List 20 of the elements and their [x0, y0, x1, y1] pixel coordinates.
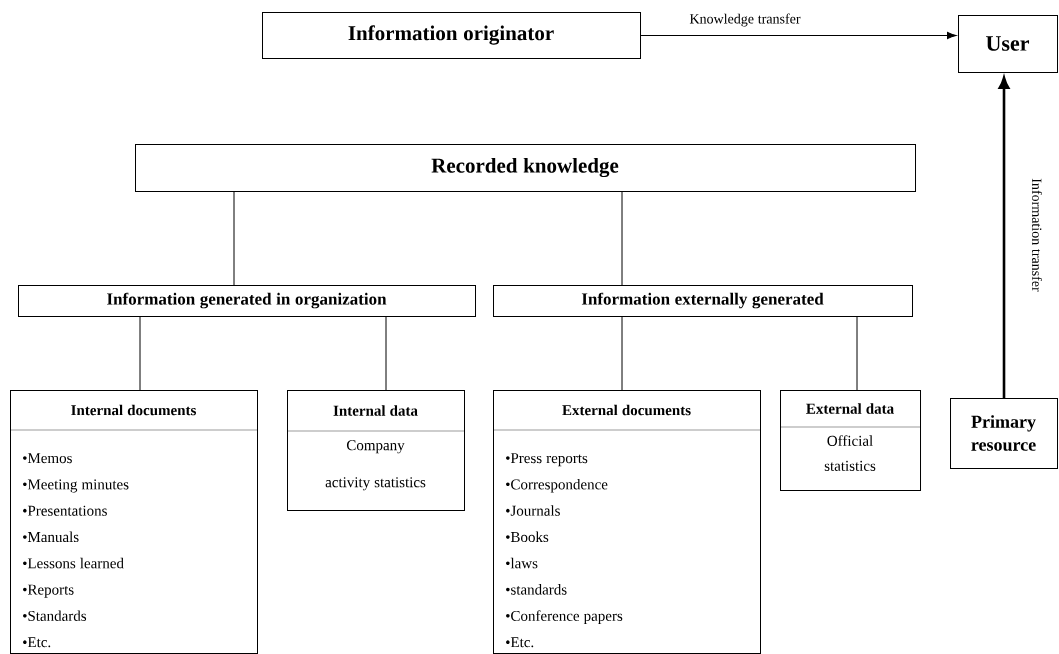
label-box: User	[958, 15, 1058, 73]
arrow	[640, 31, 957, 40]
connector-line	[139, 316, 141, 391]
connector-line	[233, 191, 235, 286]
category-box: External data Official statistics	[779, 390, 921, 491]
label-box: Information originator	[262, 12, 641, 59]
arrow	[998, 76, 1010, 398]
connector-line	[621, 191, 623, 286]
label-box: Information generated in organization	[18, 285, 476, 317]
connector-line	[385, 316, 387, 391]
category-box: Internal data Company activity statistics	[286, 390, 465, 511]
connector-line	[621, 316, 623, 391]
label-box: Primary resource	[950, 398, 1058, 469]
edge-label: Information transfer	[1031, 177, 1043, 293]
label-box: Recorded knowledge	[135, 144, 916, 192]
connector-line	[856, 316, 858, 391]
list-box: Internal documents •Memos •Meeting minutes •Presentations •Manuals •Lessons learned •Reports •Standards •Etc.	[9, 390, 258, 654]
list-box: External documents •Press reports •Correspondence •Journals •Books •laws •standards •Conference papers •Etc.	[492, 390, 761, 654]
edge-label: Knowledge transfer	[688, 12, 802, 28]
label-box: Information externally generated	[493, 285, 913, 317]
